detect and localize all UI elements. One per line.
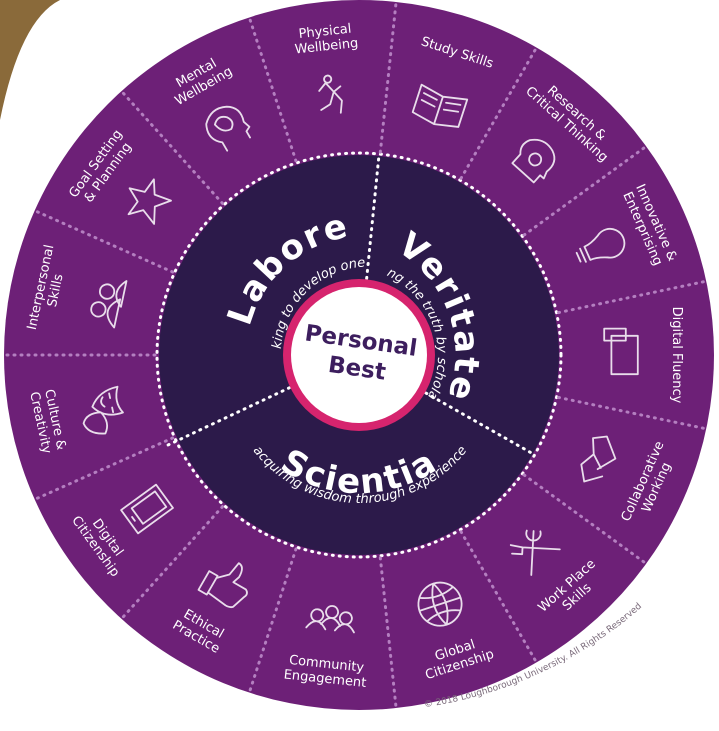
segment-label-line: Skills [45, 272, 67, 308]
segment-divider [119, 89, 224, 205]
segment-divider [33, 436, 175, 501]
tablet-icon [120, 483, 174, 535]
lightbulb-icon [575, 227, 626, 263]
people-icon [90, 280, 128, 329]
head-gear-icon [511, 138, 556, 184]
theatre-masks-icon [82, 385, 124, 435]
brain-head-icon-shape [205, 105, 251, 152]
segment-label-line: Physical [298, 22, 352, 42]
segment-divider [247, 547, 298, 695]
inner-boundary-dots [155, 151, 563, 559]
people-group-icon-shape [305, 605, 355, 634]
star-icon [127, 178, 172, 225]
head-gear-icon-shape [511, 138, 556, 184]
thumbs-up-icon [197, 562, 248, 609]
segment-divider [378, 0, 398, 154]
divider-top [357, 153, 381, 357]
segment-divider [119, 505, 224, 621]
segment-divider [378, 556, 398, 710]
segment-divider [522, 473, 648, 566]
devices-icon [603, 327, 639, 376]
segment-label: PhysicalWellbeing [293, 21, 359, 57]
handshake-icon-shape [580, 435, 617, 483]
lightbulb-icon-shape [575, 227, 626, 263]
star-icon-shape [127, 178, 172, 225]
tablet-icon-shape [120, 483, 174, 535]
tools-icon-shape [509, 529, 561, 576]
theatre-masks-icon-shape [82, 385, 124, 435]
devices-icon-shape [603, 327, 639, 376]
segment-divider [33, 209, 175, 274]
segment-divider [459, 530, 538, 664]
center-disc [291, 287, 427, 423]
open-book-icon-shape [411, 83, 469, 128]
segment-digital-fluency: Digital Fluency [603, 307, 684, 404]
segment-divider [557, 279, 708, 315]
globe-icon-shape [417, 581, 463, 627]
people-group-icon [305, 605, 355, 634]
segment-divider [247, 15, 298, 163]
people-icon-shape [90, 280, 128, 329]
segment-physical-wellbeing: PhysicalWellbeing [293, 21, 359, 114]
running-person-icon [318, 74, 343, 114]
segment-divider [522, 144, 648, 237]
thumbs-up-icon-shape [197, 562, 248, 609]
open-book-icon [411, 83, 469, 128]
segment-divider [459, 46, 538, 180]
handshake-icon [580, 435, 617, 483]
running-person-icon-shape [318, 74, 343, 114]
tools-icon [509, 529, 561, 576]
globe-icon [417, 581, 463, 627]
brain-head-icon [205, 105, 251, 152]
segment-label-line: Wellbeing [294, 36, 359, 58]
segment-label-line: Digital Fluency [669, 307, 684, 404]
corner-shape [0, 0, 60, 120]
segment-divider [557, 395, 708, 431]
segment-label: Digital Fluency [669, 307, 684, 404]
